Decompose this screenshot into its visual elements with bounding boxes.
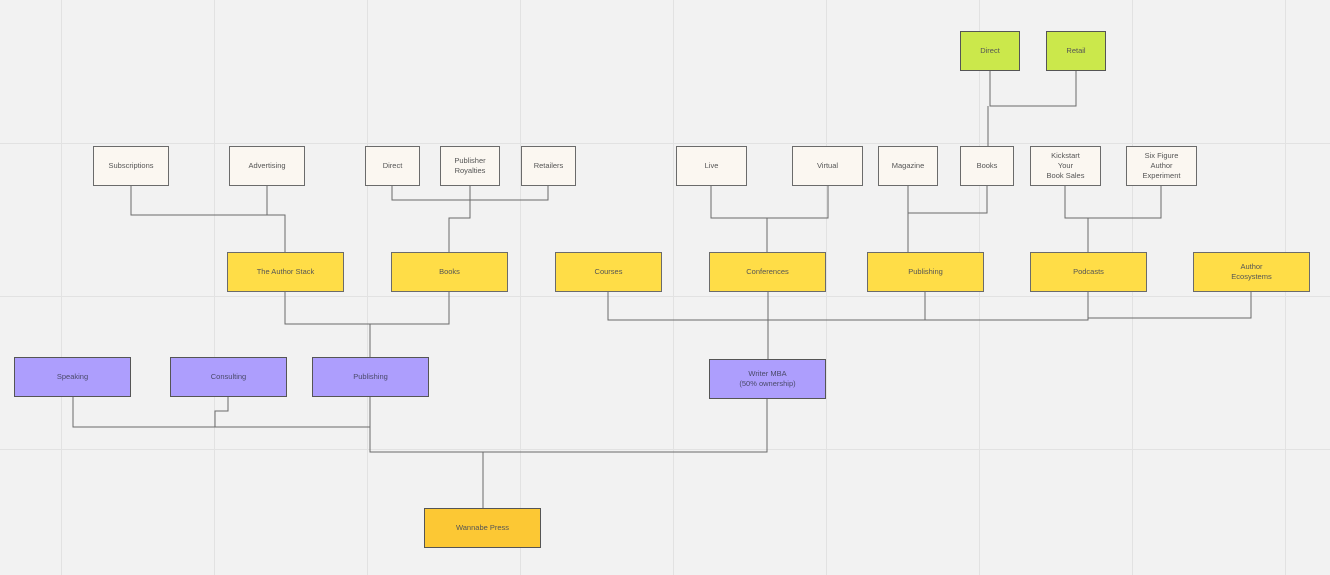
connector-line-10 bbox=[908, 186, 988, 214]
node-podcasts[interactable]: Podcasts bbox=[1030, 252, 1147, 292]
connector-line-6 bbox=[448, 186, 471, 252]
node-direct-book-sales[interactable]: Direct bbox=[960, 31, 1020, 71]
node-author-ecosystems[interactable]: Author Ecosystems bbox=[1193, 252, 1310, 292]
node-publishing[interactable]: Publishing bbox=[312, 357, 429, 397]
node-wannabe-press[interactable]: Wannabe Press bbox=[424, 508, 541, 548]
node-consulting[interactable]: Consulting bbox=[170, 357, 287, 397]
connector-line-20 bbox=[214, 397, 229, 427]
node-publisher-royalties[interactable]: Publisher Royalties bbox=[440, 146, 500, 186]
node-books-publishing[interactable]: Books bbox=[960, 146, 1014, 186]
node-courses[interactable]: Courses bbox=[555, 252, 662, 292]
connector-line-13 bbox=[284, 292, 450, 325]
connector-line-7 bbox=[710, 186, 829, 219]
node-the-author-stack[interactable]: The Author Stack bbox=[227, 252, 344, 292]
node-kickstart-your-book-sales[interactable]: Kickstart Your Book Sales bbox=[1030, 146, 1101, 186]
node-books[interactable]: Books bbox=[391, 252, 508, 292]
node-retail[interactable]: Retail bbox=[1046, 31, 1106, 71]
node-conferences[interactable]: Conferences bbox=[709, 252, 826, 292]
node-magazine[interactable]: Magazine bbox=[878, 146, 938, 186]
node-publishing-writer-mba[interactable]: Publishing bbox=[867, 252, 984, 292]
connector-line-3 bbox=[130, 186, 286, 252]
node-virtual[interactable]: Virtual bbox=[792, 146, 863, 186]
node-speaking[interactable]: Speaking bbox=[14, 357, 131, 397]
node-advertising[interactable]: Advertising bbox=[229, 146, 305, 186]
connector-line-15 bbox=[607, 292, 1089, 321]
connector-line-11 bbox=[1064, 186, 1162, 219]
connector-line-21 bbox=[369, 397, 768, 453]
connector-line-19 bbox=[72, 397, 370, 428]
node-six-figure-author-experiment[interactable]: Six Figure Author Experiment bbox=[1126, 146, 1197, 186]
node-writer-mba[interactable]: Writer MBA (50% ownership) bbox=[709, 359, 826, 399]
node-retailers[interactable]: Retailers bbox=[521, 146, 576, 186]
node-direct[interactable]: Direct bbox=[365, 146, 420, 186]
node-subscriptions[interactable]: Subscriptions bbox=[93, 146, 169, 186]
connector-line-1 bbox=[989, 71, 1077, 107]
connector-line-17 bbox=[1088, 292, 1252, 319]
node-live[interactable]: Live bbox=[676, 146, 747, 186]
